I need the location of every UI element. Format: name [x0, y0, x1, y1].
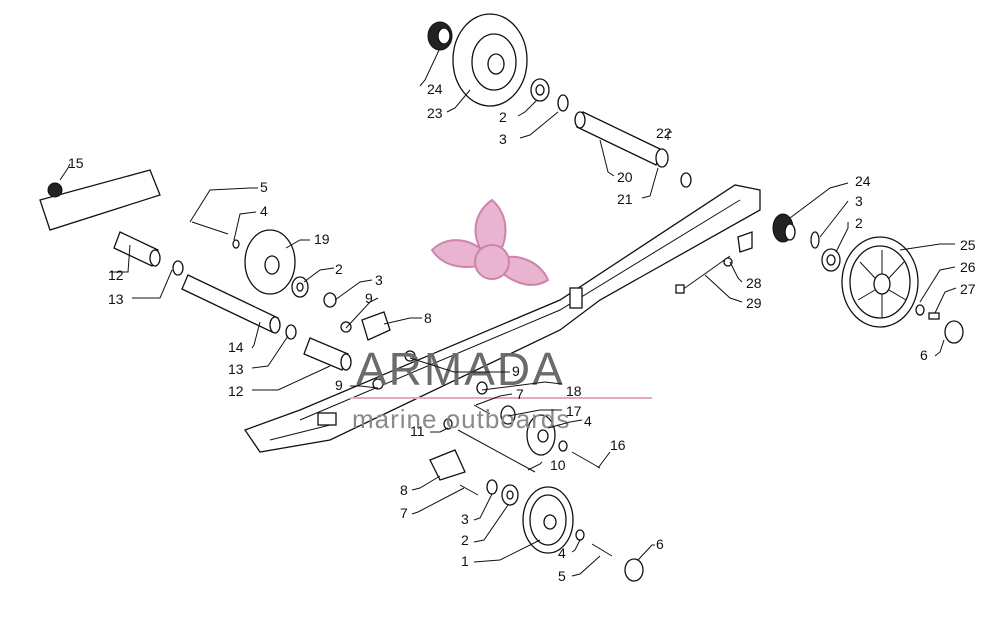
bolt-lower-right: [591, 543, 613, 557]
spacer-left-upper: [113, 231, 161, 267]
callout-14: 14: [228, 339, 244, 355]
top-idler-wheel: [452, 13, 528, 107]
pivot-arm-upper: [361, 311, 391, 341]
callout-25: 25: [960, 237, 976, 253]
right-wheel: [841, 236, 919, 328]
callout-27: 27: [960, 281, 976, 297]
hub-cap-top: [427, 21, 453, 51]
nut-right: [723, 257, 733, 267]
callout-4: 4: [260, 203, 268, 219]
callout-26: 26: [960, 259, 976, 275]
callout-8: 8: [424, 310, 432, 326]
callout-5: 5: [260, 179, 268, 195]
watermark-brand: ARMADA: [356, 343, 565, 395]
callout-9: 9: [365, 290, 373, 306]
callout-2: 2: [461, 532, 469, 548]
callout-12: 12: [108, 267, 124, 283]
bearing-top: [530, 78, 550, 102]
snap-ring-lower: [486, 479, 498, 495]
callout-17: 17: [566, 403, 582, 419]
callout-3: 3: [375, 272, 383, 288]
cap-lower: [624, 558, 644, 582]
left-idler-wheel: [244, 229, 296, 295]
callout-13: 13: [108, 291, 124, 307]
cap-right: [944, 320, 964, 344]
washer-right: [915, 304, 925, 316]
callout-4: 4: [558, 545, 566, 561]
bearing-lower: [501, 484, 519, 506]
nut-left: [47, 182, 63, 198]
bolt-mid: [473, 404, 491, 415]
callout-8: 8: [400, 482, 408, 498]
callout-15: 15: [68, 155, 84, 171]
bracket-right: [737, 231, 753, 253]
callout-6: 6: [656, 536, 664, 552]
leader-lines: [59, 47, 957, 577]
callout-21: 21: [617, 191, 633, 207]
callout-2: 2: [335, 261, 343, 277]
callout-3: 3: [499, 131, 507, 147]
callout-5: 5: [558, 568, 566, 584]
snap-ring-left: [323, 292, 337, 308]
bearing-left: [291, 276, 309, 298]
bushing-lower: [372, 378, 384, 390]
callout-13: 13: [228, 361, 244, 377]
callout-12: 12: [228, 383, 244, 399]
callout-24: 24: [427, 81, 443, 97]
callout-4: 4: [584, 413, 592, 429]
callout-7: 7: [400, 505, 408, 521]
watermark-tagline: marine outboards: [352, 404, 570, 434]
washer-upper-left: [232, 239, 240, 249]
callout-19: 19: [314, 231, 330, 247]
callout-11: 11: [410, 423, 425, 439]
rail-end-left: [39, 169, 161, 231]
callout-9: 9: [335, 377, 343, 393]
nut-mid: [443, 418, 453, 430]
bolt-center: [571, 451, 601, 469]
washer-center: [558, 440, 568, 452]
pivot-shaft: [457, 429, 536, 473]
top-axle: [574, 111, 669, 168]
lower-wheel: [522, 486, 574, 554]
callout-20: 20: [617, 169, 633, 185]
snap-ring-right: [810, 231, 820, 249]
callout-24: 24: [855, 173, 871, 189]
callout-labels: 1 2 2 2 2 3 3 3 3 4 4 4 5 5 6 6 7 7 8 8 …: [68, 81, 976, 584]
bolt-right: [928, 312, 940, 320]
bolt-lower: [459, 484, 479, 496]
callout-7: 7: [516, 386, 524, 402]
callout-22: 22: [656, 125, 672, 141]
long-bolt: [675, 255, 731, 294]
callout-28: 28: [746, 275, 762, 291]
callout-10: 10: [550, 457, 566, 473]
bearing-right: [821, 248, 841, 272]
callout-16: 16: [610, 437, 626, 453]
watermark-logo: [430, 198, 550, 286]
hub-cap-right: [772, 213, 796, 243]
callout-3: 3: [855, 193, 863, 209]
callout-2: 2: [499, 109, 507, 125]
callout-3: 3: [461, 511, 469, 527]
left-axle: [181, 274, 281, 334]
washer-left-lower: [285, 324, 297, 340]
callout-23: 23: [427, 105, 443, 121]
washer-top: [680, 172, 692, 188]
bushing-upper: [340, 321, 352, 333]
pivot-arm-lower: [429, 449, 466, 481]
callout-2: 2: [855, 215, 863, 231]
bushing-right: [476, 381, 488, 395]
washer-lower: [575, 529, 585, 541]
callout-6: 6: [920, 347, 928, 363]
callout-9: 9: [512, 363, 520, 379]
spacer-left-lower: [303, 337, 352, 371]
callout-1: 1: [461, 553, 469, 569]
callout-18: 18: [566, 383, 582, 399]
snap-ring-top: [557, 94, 569, 112]
center-wheel: [526, 414, 556, 456]
callout-29: 29: [746, 295, 762, 311]
washer-left-upper: [172, 260, 184, 276]
bolt-upper-left: [191, 221, 229, 235]
